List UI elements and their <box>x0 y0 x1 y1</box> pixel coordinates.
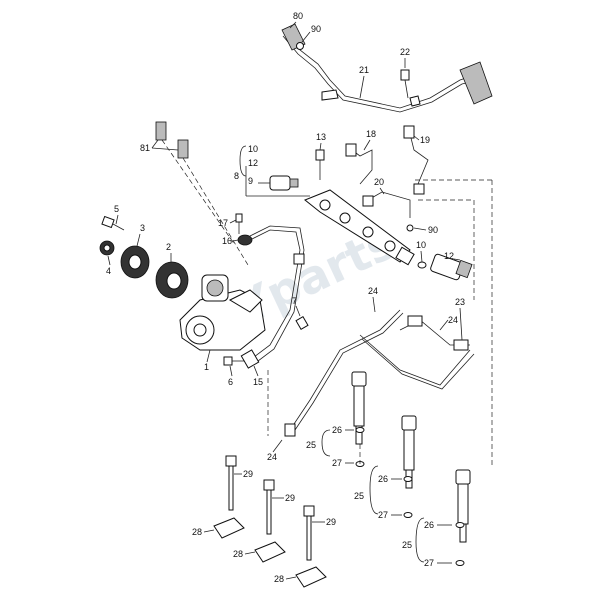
callout-20: 20 <box>374 177 384 187</box>
leak-off-line-assembly[interactable] <box>281 23 493 113</box>
bolt-29a[interactable] <box>225 455 237 511</box>
callout-8: 8 <box>234 171 239 181</box>
callout-10a: 10 <box>248 144 258 154</box>
clip-90b[interactable] <box>406 224 414 232</box>
bracket <box>321 89 339 101</box>
callout-12a: 12 <box>248 158 258 168</box>
seal-27b <box>403 512 413 518</box>
callout-27b: 27 <box>378 510 388 520</box>
callout-19: 19 <box>420 135 430 145</box>
fuel-rail[interactable] <box>304 189 415 266</box>
callout-4: 4 <box>106 266 111 276</box>
bolt-29c[interactable] <box>303 505 315 561</box>
seal-26a <box>355 427 365 433</box>
callout-6: 6 <box>228 377 233 387</box>
callout-22: 22 <box>400 47 410 57</box>
callout-5: 5 <box>114 204 119 214</box>
callout-24b: 24 <box>267 452 277 462</box>
callout-7: 7 <box>292 296 297 306</box>
callout-25a: 25 <box>306 440 316 450</box>
callout-9a: 9 <box>248 176 253 186</box>
pipe-ends-81 <box>155 121 189 159</box>
bolt-22 <box>400 69 410 81</box>
callout-10b: 10 <box>416 240 426 250</box>
injector-3[interactable] <box>455 469 471 543</box>
callout-2: 2 <box>166 242 171 252</box>
callout-1: 1 <box>204 362 209 372</box>
callout-27a: 27 <box>332 458 342 468</box>
callout-21: 21 <box>359 65 369 75</box>
callout-28a: 28 <box>192 527 202 537</box>
callout-29c: 29 <box>326 517 336 527</box>
return-pipes[interactable] <box>345 125 429 218</box>
callout-26b: 26 <box>378 474 388 484</box>
callout-3: 3 <box>140 223 145 233</box>
pressure-sensor-9[interactable] <box>269 175 299 191</box>
callout-81: 81 <box>140 143 150 153</box>
clamp-28a[interactable] <box>213 517 245 539</box>
bolt-29b[interactable] <box>263 479 275 535</box>
o-ring-10[interactable] <box>417 261 427 269</box>
fitting-7[interactable] <box>295 315 309 331</box>
hub-2[interactable] <box>155 261 189 299</box>
clip-90 <box>296 42 304 50</box>
callout-28c: 28 <box>274 574 284 584</box>
bracket-16[interactable] <box>237 234 253 246</box>
nut-4[interactable] <box>99 240 115 256</box>
callout-26a: 26 <box>332 425 342 435</box>
bolt-5[interactable] <box>101 215 125 231</box>
callout-90b: 90 <box>428 225 438 235</box>
callout-25c: 25 <box>402 540 412 550</box>
high-pressure-pump-1[interactable] <box>179 274 266 351</box>
injector-1[interactable] <box>351 371 367 445</box>
callout-18: 18 <box>366 129 376 139</box>
callout-24c: 24 <box>448 315 458 325</box>
callout-12b: 12 <box>444 251 454 261</box>
high-pressure-pipe-15[interactable] <box>240 225 305 369</box>
seal-26c <box>455 522 465 528</box>
callout-13: 13 <box>316 132 326 142</box>
pressure-valve-12[interactable] <box>430 253 473 281</box>
bolt-13[interactable] <box>315 149 325 180</box>
injector-lines-24[interactable] <box>284 309 475 437</box>
callout-16: 16 <box>222 236 232 246</box>
callout-26c: 26 <box>424 520 434 530</box>
callout-25b: 25 <box>354 491 364 501</box>
callout-28b: 28 <box>233 549 243 559</box>
callout-23: 23 <box>455 297 465 307</box>
callout-80: 80 <box>293 11 303 21</box>
bolt-6[interactable] <box>223 356 244 366</box>
callout-29b: 29 <box>285 493 295 503</box>
callout-15: 15 <box>253 377 263 387</box>
clamp-28b[interactable] <box>254 541 286 563</box>
seal-27c <box>455 560 465 566</box>
callout-29a: 29 <box>243 469 253 479</box>
seal-26b <box>403 476 413 482</box>
callout-90: 90 <box>311 24 321 34</box>
clamp-28c[interactable] <box>295 566 327 588</box>
sprocket-3[interactable] <box>120 245 150 279</box>
callout-27c: 27 <box>424 558 434 568</box>
callout-24a: 24 <box>368 286 378 296</box>
hose-end-right <box>459 61 493 105</box>
bolt-17[interactable] <box>235 213 243 234</box>
callout-17: 17 <box>218 218 228 228</box>
